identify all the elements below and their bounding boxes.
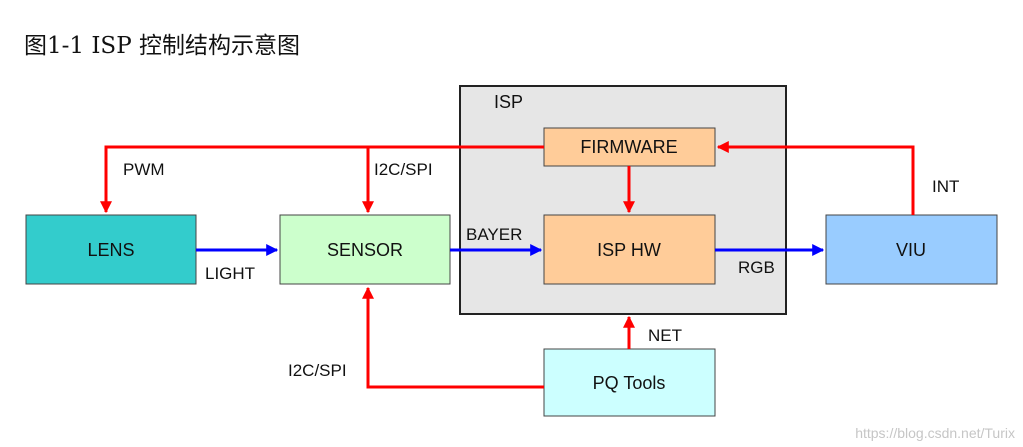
lens-label: LENS — [87, 240, 134, 260]
bayer-label: BAYER — [466, 225, 522, 244]
viu-box: VIU — [825, 214, 998, 285]
pq-tools-box: PQ Tools — [543, 348, 716, 417]
lens-box: LENS — [25, 214, 197, 285]
isp-container-label: ISP — [494, 92, 523, 112]
isp-hw-box: ISP HW — [543, 214, 716, 285]
watermark: https://blog.csdn.net/Turix — [855, 425, 1015, 441]
firmware-label: FIRMWARE — [580, 137, 677, 157]
i2c-spi-top-label: I2C/SPI — [374, 160, 433, 179]
pwm-label: PWM — [123, 160, 165, 179]
light-label: LIGHT — [205, 264, 255, 283]
firmware-box: FIRMWARE — [543, 127, 716, 167]
viu-to-firmware-arrow — [716, 141, 915, 215]
sensor-box: SENSOR — [279, 214, 451, 285]
int-label: INT — [932, 177, 959, 196]
sensor-label: SENSOR — [327, 240, 403, 260]
firmware-to-lens-arrow — [100, 145, 544, 214]
pq-tools-label: PQ Tools — [593, 373, 666, 393]
figure-title: 图1-1 ISP 控制结构示意图 — [24, 33, 300, 59]
net-label: NET — [648, 326, 682, 345]
isp-hw-label: ISP HW — [597, 240, 661, 260]
viu-label: VIU — [896, 240, 926, 260]
rgb-label: RGB — [738, 258, 775, 277]
pq-tools-to-sensor-arrow — [362, 286, 544, 389]
i2c-spi-bottom-label: I2C/SPI — [288, 361, 347, 380]
